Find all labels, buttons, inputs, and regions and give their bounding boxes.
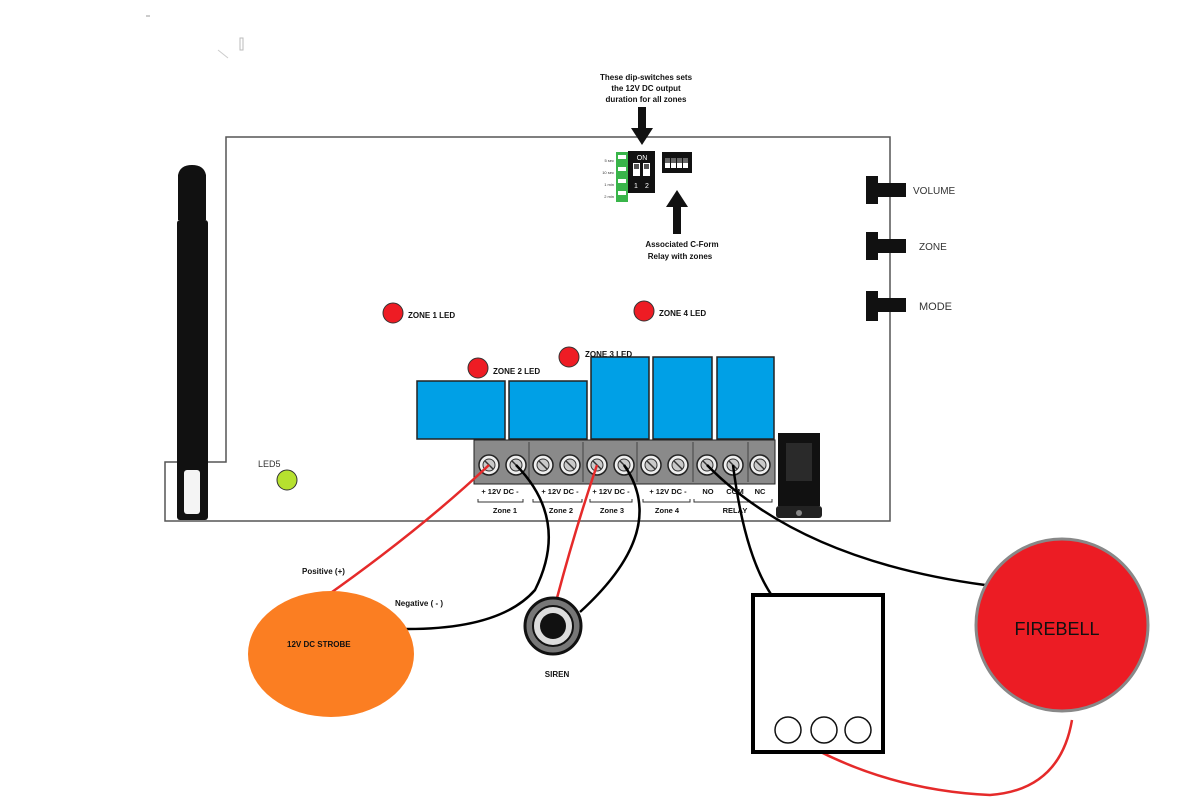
firebell-device (974, 537, 1150, 713)
group-zone3: Zone 3 (600, 506, 624, 515)
led5-label: LED5 (258, 459, 281, 469)
relay-note-line1: Associated C-Form (645, 240, 718, 249)
relay-crelay (716, 356, 775, 440)
zone4-led (633, 300, 655, 322)
strobe-negative-wire (402, 464, 551, 631)
group-zone1: Zone 1 (493, 506, 517, 515)
group-relay: RELAY (723, 506, 748, 515)
stray-mark (217, 49, 229, 59)
siren-negative-wire (579, 464, 641, 613)
relay-no-label: NO (702, 487, 713, 496)
dip-switch[interactable] (628, 151, 655, 193)
terminal-screw-slot (538, 460, 548, 470)
relay-no-wire (706, 464, 986, 587)
zone2-led-label: ZONE 2 LED (493, 367, 540, 376)
stray-mark (239, 37, 244, 51)
zone3-led-label: ZONE 3 LED (585, 350, 632, 359)
terminal-screw-slot (646, 460, 656, 470)
group-zone4: Zone 4 (655, 506, 680, 515)
strobe-device (248, 591, 414, 717)
relay-nc-label: NC (755, 487, 766, 496)
zone-button[interactable] (866, 232, 906, 260)
terminal-screw-slot (755, 460, 765, 470)
dip-on-label: ON (637, 155, 648, 162)
zone2-led (467, 357, 489, 379)
antenna (177, 165, 208, 520)
siren-positive-wire (555, 464, 599, 599)
zone3-polarity-label: + 12V DC - (592, 487, 630, 496)
dip-note-line2: the 12V DC output (611, 84, 681, 93)
strobe-positive-wire (324, 464, 490, 599)
dip-note-line3: duration for all zones (606, 95, 687, 104)
dip-note-line1: These dip-switches sets (600, 73, 693, 82)
siren-device (523, 596, 583, 656)
duration-selector (616, 152, 628, 202)
zone2-polarity-label: + 12V DC - (541, 487, 579, 496)
duration-label-2min: 2 min (604, 194, 614, 199)
terminal-screw-slot (673, 460, 683, 470)
led5 (276, 469, 298, 491)
arrow-down-icon (631, 107, 653, 145)
relay-dip-switch[interactable] (662, 152, 692, 173)
dip-num-1: 1 (634, 183, 638, 190)
terminal-screw-slot (565, 460, 575, 470)
zone4-led-label: ZONE 4 LED (659, 309, 706, 318)
zone1-polarity-label: + 12V DC - (481, 487, 519, 496)
duration-label-10s: 10 sec (602, 170, 614, 175)
power-connector (776, 433, 822, 518)
zone1-led (382, 302, 404, 324)
arrow-up-icon (666, 190, 688, 234)
volume-button[interactable] (866, 176, 906, 204)
relay-zone3 (590, 356, 650, 440)
siren-label: SIREN (545, 670, 570, 679)
dip-num-2: 2 (645, 183, 649, 190)
relay-zone4 (652, 356, 713, 440)
relay-zone2 (508, 380, 588, 440)
firebell-red-wire (789, 719, 1074, 797)
terminal-block (473, 439, 776, 485)
zone3-led (558, 346, 580, 368)
mode-button[interactable] (866, 291, 906, 321)
zone-label: ZONE (919, 242, 947, 253)
strobe-label: 12V DC STROBE (287, 640, 351, 649)
duration-label-5s: 5 sec (604, 158, 614, 163)
group-brackets (477, 499, 773, 503)
positive-label: Positive (+) (302, 567, 345, 576)
volume-label: VOLUME (913, 186, 956, 197)
group-zone2: Zone 2 (549, 506, 573, 515)
negative-label: Negative ( - ) (395, 599, 443, 608)
firebell-label: FIREBELL (1014, 619, 1099, 639)
zone1-led-label: ZONE 1 LED (408, 311, 455, 320)
junction-box (751, 593, 885, 754)
duration-label-1min: 1 min (604, 182, 614, 187)
relay-note-line2: Relay with zones (648, 252, 713, 261)
zone4-polarity-label: + 12V DC - (649, 487, 687, 496)
mode-label: MODE (919, 301, 952, 313)
relay-zone1 (416, 380, 506, 440)
